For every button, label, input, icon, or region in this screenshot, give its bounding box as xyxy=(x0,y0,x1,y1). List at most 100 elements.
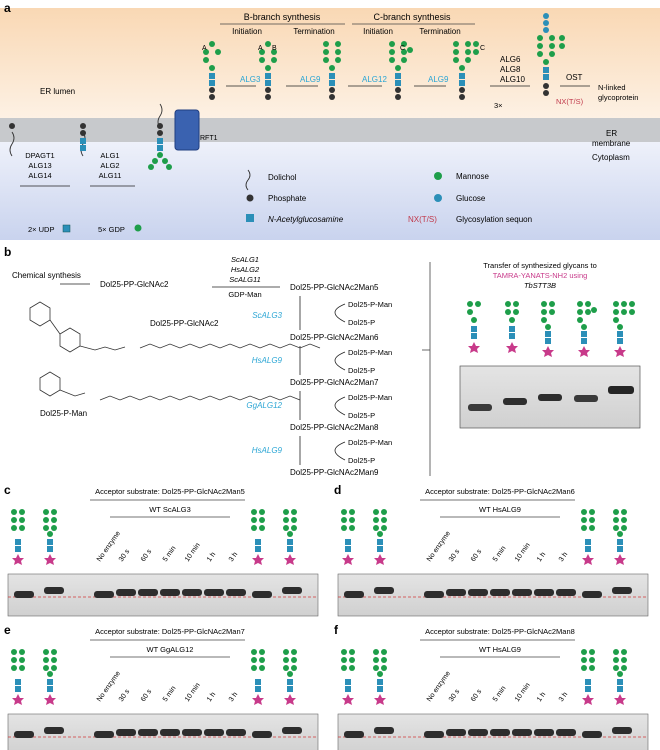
lane-label: 1 h xyxy=(536,691,547,703)
gel-band xyxy=(252,591,272,598)
acceptor-substrate: Acceptor substrate: Dol25-PP-GlcNAc2Man8 xyxy=(425,627,575,636)
enzyme-alg13: ALG13 xyxy=(28,161,51,170)
legend-glcnac: N-Acetylglucosamine xyxy=(268,215,344,224)
lane-label: 1 h xyxy=(206,551,217,563)
lane-label: 10 min xyxy=(514,542,532,563)
branch-c-4: C xyxy=(400,45,405,52)
legend-mannose: Mannose xyxy=(456,172,489,181)
gel-band xyxy=(556,589,576,596)
gel-panel-label: f xyxy=(334,623,339,637)
legend-sequon: Glycosylation sequon xyxy=(456,215,532,224)
cyto-glycan-1 xyxy=(9,123,15,157)
gel-band xyxy=(468,589,488,596)
lane-label: 30 s xyxy=(448,548,462,563)
product-man8: Dol25-PP-GlcNAc2Man8 xyxy=(290,423,379,432)
er-lumen-region xyxy=(0,8,660,118)
panel-a-legend: Dolichol Phosphate N-Acetylglucosamine M… xyxy=(245,169,532,224)
gel-band xyxy=(14,731,34,738)
cytoplasm-region xyxy=(0,142,660,240)
gel-band xyxy=(182,589,202,596)
gel-enzyme: WT HsALG9 xyxy=(479,505,521,514)
legend-phosphate: Phosphate xyxy=(268,194,307,203)
gel-band xyxy=(226,589,246,596)
gel-band xyxy=(512,729,532,736)
step-enzyme-2: HsALG9 xyxy=(252,356,283,365)
gel-band xyxy=(446,729,466,736)
enzyme-alg2: ALG2 xyxy=(100,161,119,170)
mannose-icon xyxy=(434,172,442,180)
sequon-label-lumen: NX(T/S) xyxy=(556,97,584,106)
branch-c-5: C xyxy=(480,45,485,52)
acceptor-substrate: Acceptor substrate: Dol25-PP-GlcNAc2Man6 xyxy=(425,487,575,496)
lumen-enzyme-alg9-1: ALG9 xyxy=(300,75,321,84)
enzyme-alg14: ALG14 xyxy=(28,171,51,180)
glycan-man9 xyxy=(453,41,479,100)
enzyme-alg11: ALG11 xyxy=(99,171,122,180)
legend-dolichol: Dolichol xyxy=(268,173,297,182)
gel-band xyxy=(490,589,510,596)
lane-label: 3 h xyxy=(228,551,239,563)
branch-a-1: A xyxy=(202,45,207,52)
lane-label: 5 min xyxy=(492,685,508,703)
n-linked-label-1: N-linked xyxy=(598,83,626,92)
lane-label: 1 h xyxy=(206,691,217,703)
gel-band xyxy=(94,591,114,598)
gel-band xyxy=(116,589,136,596)
step-enzyme-1: ScALG3 xyxy=(252,311,282,320)
ost-label: OST xyxy=(566,73,583,82)
transfer-band-5 xyxy=(608,386,634,394)
gel-band xyxy=(582,591,602,598)
lane-label: 5 min xyxy=(162,545,178,563)
panel-b-label: b xyxy=(4,245,11,259)
step-enzyme-4: HsALG9 xyxy=(252,446,283,455)
branch-a-2: A xyxy=(258,45,263,52)
gel-panel-label: e xyxy=(4,623,11,637)
structure-label-1: Dol25-PP-GlcNAc2 xyxy=(150,319,219,328)
gel-band xyxy=(204,589,224,596)
lane-label: 60 s xyxy=(140,688,154,703)
lane-label: 3 h xyxy=(558,691,569,703)
gel-band xyxy=(374,587,394,594)
first-enzyme-3: ScALG11 xyxy=(229,275,261,284)
gel-band xyxy=(44,727,64,734)
first-enzyme-1: ScALG1 xyxy=(231,255,259,264)
gel-enzyme: WT HsALG9 xyxy=(479,645,521,654)
legend-glucose: Glucose xyxy=(456,194,486,203)
gel-band xyxy=(424,731,444,738)
gel-band xyxy=(556,729,576,736)
gel-band xyxy=(94,731,114,738)
glycan-man6 xyxy=(259,41,277,100)
gel-band xyxy=(612,587,632,594)
lane-label: 60 s xyxy=(140,548,154,563)
rft1-label: RFT1 xyxy=(200,135,218,142)
gel-band xyxy=(534,729,554,736)
c-branch-title: C-branch synthesis xyxy=(373,12,451,22)
glycan-man5 xyxy=(203,41,221,100)
start-substrate: Dol25-PP-GlcNAc2 xyxy=(100,280,169,289)
lane-label: 5 min xyxy=(492,545,508,563)
udp-label: 2× UDP xyxy=(28,225,54,234)
acceptor-substrate: Acceptor substrate: Dol25-PP-GlcNAc2Man7 xyxy=(95,627,245,636)
lane-label: 10 min xyxy=(184,542,202,563)
branch-b-2: B xyxy=(272,45,277,52)
lane-label: 30 s xyxy=(448,688,462,703)
gel-band xyxy=(612,727,632,734)
gel-band xyxy=(424,591,444,598)
c-termination: Termination xyxy=(419,27,460,36)
gel-band xyxy=(282,587,302,594)
panel-a-label: a xyxy=(4,1,11,15)
dolichol-icon xyxy=(245,169,251,191)
transfer-band-2 xyxy=(503,398,527,405)
gel-band xyxy=(182,729,202,736)
first-enzyme-2: HsALG2 xyxy=(231,265,260,274)
structure-label-2: Dol25-P-Man xyxy=(40,409,87,418)
cytoplasm-label: Cytoplasm xyxy=(592,153,630,162)
transfer-title-1: Transfer of synthesized glycans to xyxy=(483,261,597,270)
c-initiation: Initiation xyxy=(363,27,393,36)
lane-label: 5 min xyxy=(162,685,178,703)
donor-4: Dol25-P-Man xyxy=(348,438,392,447)
step-enzyme-3: GgALG12 xyxy=(246,401,282,410)
